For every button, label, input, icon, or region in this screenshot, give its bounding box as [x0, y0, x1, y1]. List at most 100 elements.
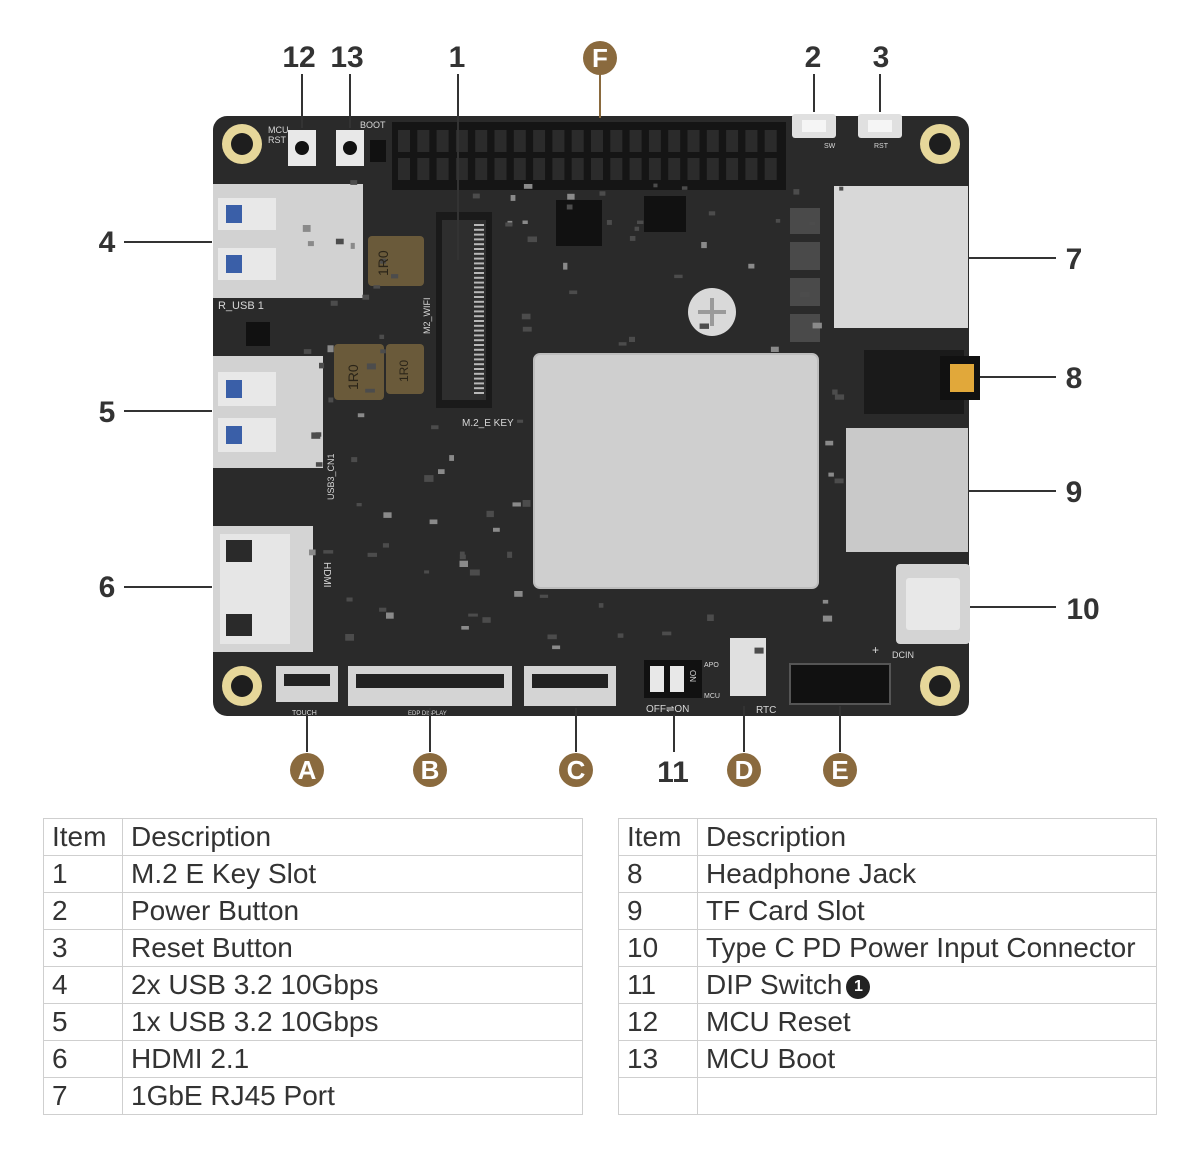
- smd-part: [486, 510, 494, 518]
- note-badge: 1: [846, 975, 871, 999]
- smd-part: [362, 294, 370, 300]
- m2-contact: [474, 310, 484, 313]
- smd-part: [307, 241, 314, 247]
- header-pin: [648, 158, 661, 180]
- smd-part: [828, 472, 834, 477]
- smd-part: [379, 607, 387, 612]
- description-cell: Headphone Jack: [697, 855, 1157, 893]
- header-pin: [745, 158, 758, 180]
- smd-part: [812, 322, 822, 329]
- smd-part: [539, 594, 549, 598]
- hdmi-port: [213, 526, 313, 652]
- smd-part: [517, 419, 524, 423]
- callout-e: E: [831, 755, 848, 785]
- callout-c: C: [567, 755, 586, 785]
- smd-part: [834, 478, 844, 484]
- description-cell: 2x USB 3.2 10Gbps: [122, 966, 583, 1004]
- header-pin: [552, 130, 565, 152]
- item-cell: 2: [43, 892, 123, 930]
- header-pin: [726, 130, 739, 152]
- smd-part: [302, 225, 311, 232]
- smd-part: [469, 569, 480, 576]
- smd-part: [459, 560, 468, 567]
- smd-part: [323, 550, 334, 554]
- table-header-row: Item Description: [618, 818, 1157, 856]
- silk-mcu: MCU: [268, 125, 289, 135]
- header-pin: [475, 130, 488, 152]
- smd-part: [527, 236, 537, 243]
- table-header-row: Item Description: [43, 818, 583, 856]
- description-cell: TF Card Slot: [697, 892, 1157, 930]
- silk-sw: SW: [824, 143, 836, 150]
- m2-contact: [474, 224, 484, 226]
- header-pin: [571, 130, 584, 152]
- m2-contact: [474, 296, 484, 298]
- smd-part: [834, 394, 845, 400]
- smd-part: [770, 346, 779, 352]
- item-cell: 5: [43, 1003, 123, 1041]
- smd-part: [699, 323, 709, 329]
- smd-part: [380, 349, 386, 354]
- callout-8: 8: [1066, 362, 1083, 395]
- header-item: Item: [618, 818, 698, 856]
- callout-13: 13: [330, 41, 363, 74]
- smd-part: [825, 440, 834, 446]
- smd-part: [754, 647, 764, 654]
- m2-contact: [474, 272, 484, 274]
- m2-contact: [474, 276, 484, 279]
- silk-on: ON: [688, 670, 697, 682]
- item-cell: 13: [618, 1040, 698, 1078]
- m2-contact: [474, 368, 484, 370]
- board-diagram: MCU RST BOOT SW RST R_USB 1 USB3_CN1 M2_…: [99, 41, 1100, 789]
- header-pin: [668, 158, 681, 180]
- m2-contact: [474, 320, 484, 322]
- header-pin: [571, 158, 584, 180]
- m2-contact: [474, 334, 484, 337]
- smd-part: [839, 186, 844, 191]
- smd-part: [493, 527, 500, 532]
- callout-f: F: [592, 43, 608, 73]
- smd-part: [319, 362, 325, 369]
- m2-contact: [474, 372, 484, 375]
- m2-contact: [474, 329, 484, 332]
- smd-part: [832, 389, 838, 395]
- smd-part: [567, 193, 575, 200]
- smd-part: [569, 290, 578, 295]
- m2-contact: [474, 344, 484, 346]
- table-row: [618, 1077, 1157, 1115]
- header-pin: [533, 130, 546, 152]
- header-pin: [687, 158, 700, 180]
- description-cell: Type C PD Power Input Connector: [697, 929, 1157, 967]
- silk-inductor-3: 1R0: [397, 360, 411, 382]
- leader-lines: [124, 74, 1056, 752]
- smd-part: [775, 219, 781, 223]
- header-pin: [726, 158, 739, 180]
- mounting-holes: [222, 124, 960, 706]
- right-ports: [834, 186, 980, 644]
- silk-touch: TOUCH: [292, 710, 317, 717]
- smd-part: [303, 349, 312, 354]
- header-pin: [668, 130, 681, 152]
- smd-part: [748, 263, 755, 269]
- smd-part: [618, 342, 627, 346]
- m2-contact: [474, 300, 484, 303]
- smd-part: [599, 191, 606, 196]
- smd-part: [662, 631, 672, 636]
- callout-b: B: [421, 755, 440, 785]
- header-pin: [687, 130, 700, 152]
- smd-part: [800, 292, 810, 298]
- m2-contact: [474, 252, 484, 255]
- item-cell: 8: [618, 855, 698, 893]
- callout-1: 1: [449, 41, 466, 74]
- item-cell: 12: [618, 1003, 698, 1041]
- silk-boot: BOOT: [360, 120, 386, 130]
- header-pin: [513, 158, 526, 180]
- description-cell: Power Button: [122, 892, 583, 930]
- header-pin: [629, 130, 642, 152]
